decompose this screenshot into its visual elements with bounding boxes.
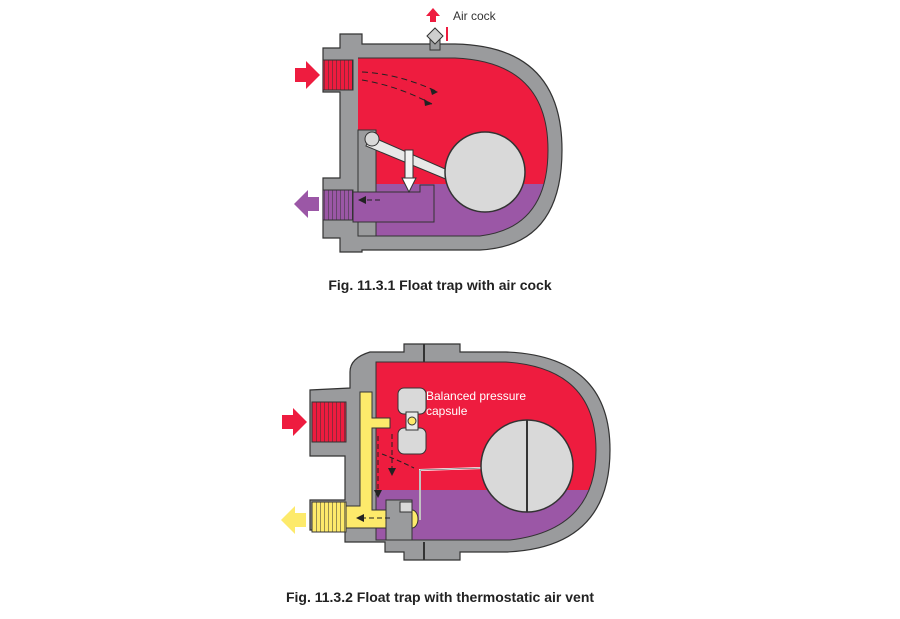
inlet-arrow-icon — [295, 61, 320, 89]
float-trap-air-cock-figure: Air cock — [294, 8, 563, 253]
balanced-pressure-capsule — [397, 387, 427, 455]
figure-caption-1: Fig. 11.3.1 Float trap with air cock — [328, 277, 552, 293]
air-cock-label: Air cock — [453, 9, 497, 23]
outlet-arrow-icon — [294, 190, 319, 218]
vent-arrow-icon — [426, 8, 440, 22]
air-flow-lines — [360, 434, 415, 519]
figure-caption-2: Fig. 11.3.2 Float trap with thermostatic… — [285, 589, 595, 605]
air-cock — [426, 27, 448, 51]
capsule-label-line2: capsule — [426, 404, 468, 418]
outlet-passage — [352, 184, 435, 223]
capsule-label-line1: Balanced pressure — [426, 389, 526, 403]
outlet-arrow-icon — [281, 506, 306, 534]
inlet-arrow-icon — [282, 408, 307, 436]
air-vent-passage — [345, 391, 413, 529]
float-ball — [444, 131, 526, 213]
float-trap-thermostatic-figure: Balanced pressure capsule — [281, 343, 611, 561]
